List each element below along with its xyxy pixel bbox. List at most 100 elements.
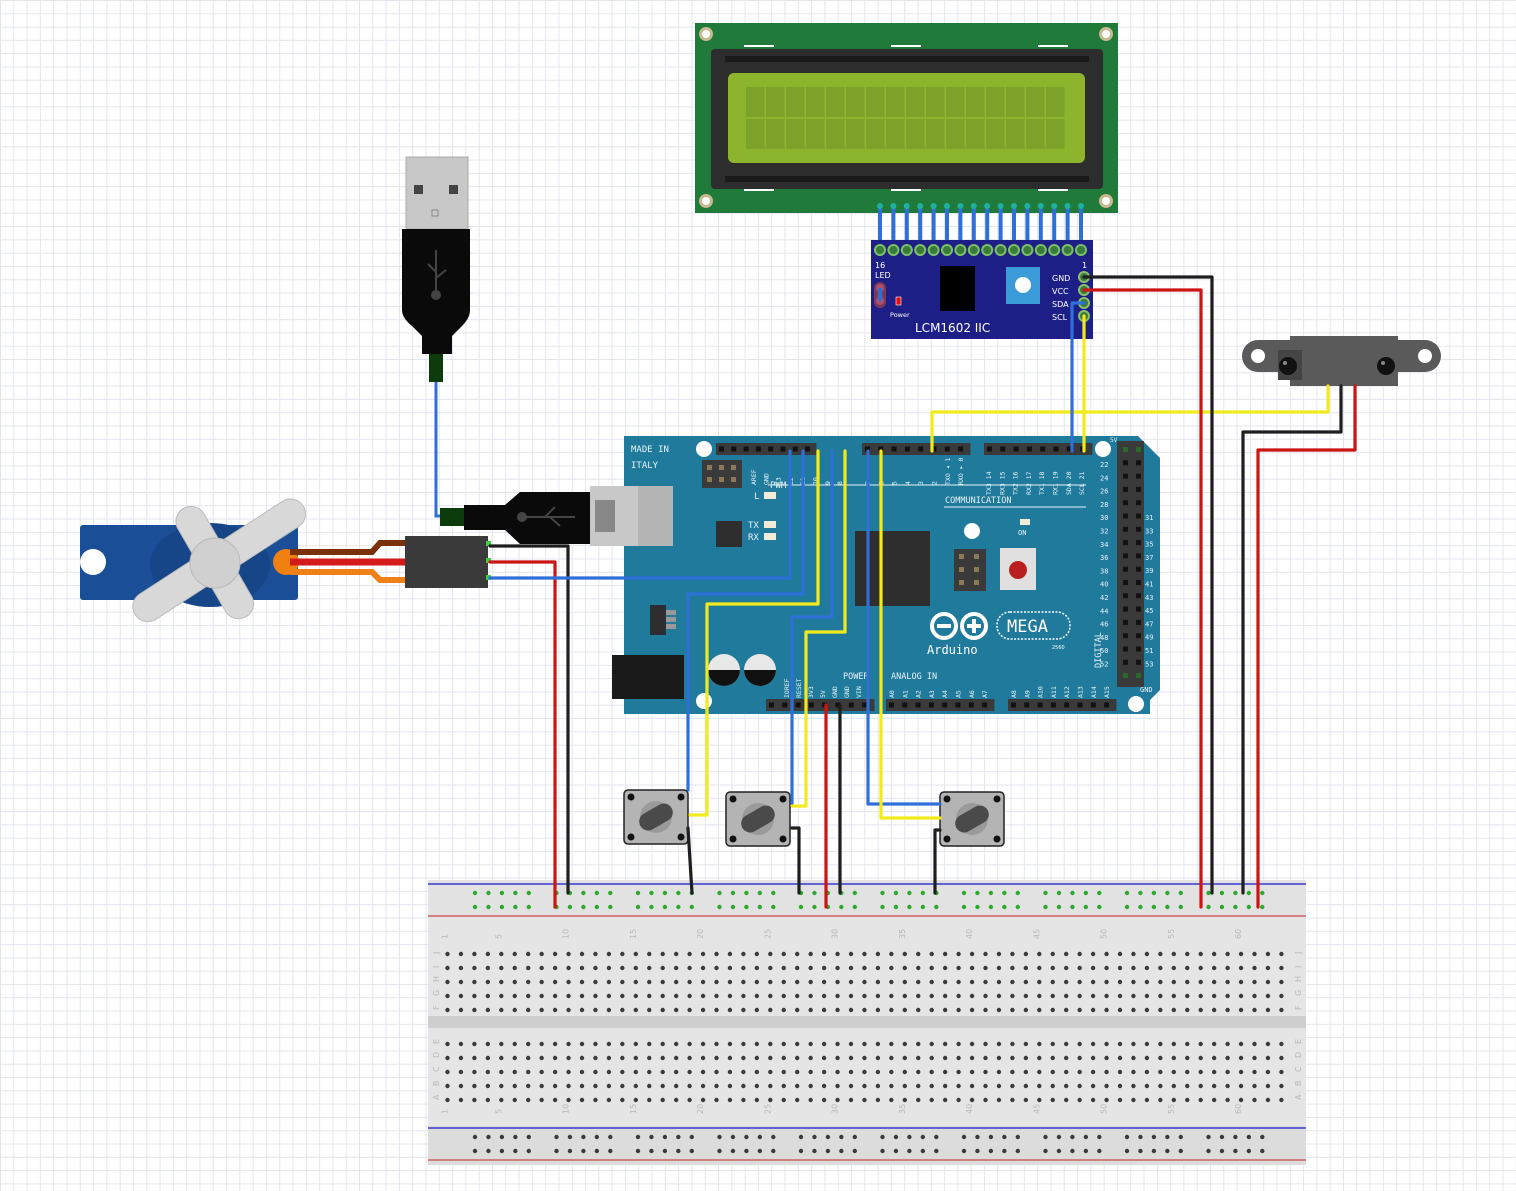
breadboard-hole[interactable] — [754, 993, 760, 999]
breadboard-hole[interactable] — [821, 979, 827, 985]
rail-hole[interactable] — [717, 1134, 722, 1140]
breadboard-hole[interactable] — [593, 1055, 598, 1061]
breadboard-hole[interactable] — [579, 1041, 585, 1047]
breadboard-hole[interactable] — [1010, 951, 1015, 957]
rail-hole[interactable] — [717, 904, 722, 910]
breadboard-hole[interactable] — [1238, 1055, 1244, 1061]
breadboard-hole[interactable] — [687, 951, 692, 957]
rail-hole[interactable] — [961, 1134, 967, 1140]
breadboard-hole[interactable] — [862, 951, 867, 957]
rail-hole[interactable] — [635, 1148, 641, 1154]
breadboard-hole[interactable] — [673, 993, 679, 999]
breadboard-hole[interactable] — [1225, 1083, 1230, 1089]
breadboard-hole[interactable] — [727, 951, 733, 957]
breadboard-hole[interactable] — [1238, 1083, 1244, 1089]
breadboard-hole[interactable] — [1077, 1055, 1082, 1061]
breadboard-hole[interactable] — [620, 1083, 625, 1089]
header-pin[interactable] — [968, 702, 974, 708]
breadboard-hole[interactable] — [526, 979, 531, 985]
breadboard-hole[interactable] — [1090, 965, 1096, 971]
rail-hole[interactable] — [526, 1134, 531, 1140]
breadboard-hole[interactable] — [1265, 1069, 1271, 1075]
breadboard-hole[interactable] — [1023, 951, 1029, 957]
breadboard-hole[interactable] — [633, 965, 638, 971]
breadboard-hole[interactable] — [526, 993, 531, 999]
breadboard-hole[interactable] — [1279, 951, 1284, 957]
breadboard-hole[interactable] — [875, 1041, 881, 1047]
breadboard-hole[interactable] — [821, 993, 827, 999]
breadboard-hole[interactable] — [660, 1097, 665, 1103]
rail-hole[interactable] — [662, 904, 668, 910]
rail-hole[interactable] — [1206, 1148, 1211, 1154]
header-pin[interactable] — [1123, 673, 1128, 679]
breadboard-hole[interactable] — [835, 1055, 840, 1061]
rail-hole[interactable] — [1219, 1134, 1225, 1140]
breadboard-hole[interactable] — [956, 965, 961, 971]
breadboard-hole[interactable] — [593, 1007, 598, 1013]
breadboard-hole[interactable] — [1144, 1069, 1150, 1075]
breadboard-hole[interactable] — [1171, 1007, 1177, 1013]
breadboard-hole[interactable] — [969, 1083, 975, 1089]
breadboard-hole[interactable] — [916, 1097, 921, 1103]
rail-hole[interactable] — [594, 904, 600, 910]
breadboard-hole[interactable] — [1225, 1007, 1230, 1013]
rail-hole[interactable] — [581, 904, 586, 910]
breadboard-hole[interactable] — [821, 1083, 827, 1089]
breadboard-hole[interactable] — [552, 1041, 558, 1047]
breadboard-hole[interactable] — [862, 1041, 867, 1047]
breadboard-hole[interactable] — [848, 1041, 854, 1047]
header-pin[interactable] — [1024, 702, 1030, 708]
breadboard-hole[interactable] — [1064, 993, 1069, 999]
breadboard-hole[interactable] — [983, 1055, 988, 1061]
breadboard-hole[interactable] — [472, 951, 477, 957]
breadboard-hole[interactable] — [1211, 1041, 1217, 1047]
breadboard-hole[interactable] — [942, 1055, 948, 1061]
breadboard-hole[interactable] — [673, 1041, 679, 1047]
breadboard-hole[interactable] — [539, 993, 544, 999]
breadboard-hole[interactable] — [1023, 1041, 1029, 1047]
breadboard-hole[interactable] — [539, 1097, 544, 1103]
breadboard-hole[interactable] — [458, 1083, 464, 1089]
breadboard-hole[interactable] — [687, 1069, 692, 1075]
breadboard-hole[interactable] — [929, 1007, 934, 1013]
breadboard-hole[interactable] — [499, 993, 504, 999]
breadboard-hole[interactable] — [1131, 951, 1136, 957]
breadboard-hole[interactable] — [633, 1083, 638, 1089]
breadboard-hole[interactable] — [1225, 965, 1230, 971]
rail-hole[interactable] — [567, 1148, 573, 1154]
breadboard-hole[interactable] — [647, 1055, 652, 1061]
breadboard-hole[interactable] — [1158, 951, 1163, 957]
breadboard-hole[interactable] — [727, 1097, 733, 1103]
breadboard-hole[interactable] — [539, 1007, 544, 1013]
breadboard-hole[interactable] — [956, 979, 961, 985]
breadboard-hole[interactable] — [929, 1055, 934, 1061]
breadboard-hole[interactable] — [633, 1097, 638, 1103]
breadboard-hole[interactable] — [942, 1069, 948, 1075]
breadboard-hole[interactable] — [795, 1041, 800, 1047]
breadboard-hole[interactable] — [1211, 951, 1217, 957]
rail-hole[interactable] — [513, 1134, 518, 1140]
breadboard-hole[interactable] — [929, 1041, 934, 1047]
rail-hole[interactable] — [554, 1148, 559, 1154]
header-pin[interactable] — [1136, 553, 1141, 559]
breadboard-hole[interactable] — [956, 1083, 961, 1089]
breadboard-hole[interactable] — [647, 951, 652, 957]
header-pin[interactable] — [1000, 446, 1006, 452]
breadboard-hole[interactable] — [848, 1007, 854, 1013]
breadboard-hole[interactable] — [875, 1007, 881, 1013]
breadboard-hole[interactable] — [606, 965, 612, 971]
breadboard-hole[interactable] — [1090, 1069, 1096, 1075]
breadboard-hole[interactable] — [606, 951, 612, 957]
rail-hole[interactable] — [1165, 1148, 1170, 1154]
breadboard-hole[interactable] — [700, 1055, 706, 1061]
rail-hole[interactable] — [812, 1148, 817, 1154]
breadboard-hole[interactable] — [1090, 1055, 1096, 1061]
rail-hole[interactable] — [839, 1148, 844, 1154]
breadboard-hole[interactable] — [1010, 1083, 1015, 1089]
header-pin[interactable] — [1090, 702, 1096, 708]
breadboard-hole[interactable] — [889, 993, 894, 999]
breadboard-hole[interactable] — [768, 951, 773, 957]
rail-hole[interactable] — [1056, 904, 1062, 910]
rail-hole[interactable] — [499, 904, 505, 910]
breadboard-hole[interactable] — [526, 1055, 531, 1061]
